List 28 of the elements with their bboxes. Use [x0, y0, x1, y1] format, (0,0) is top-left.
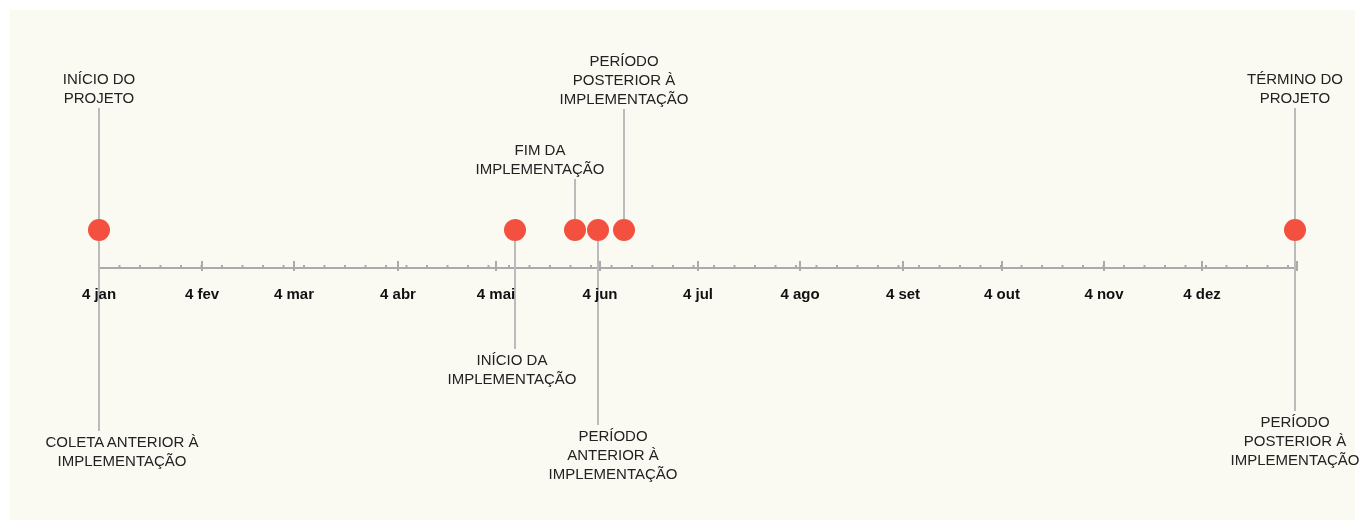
event-label: PERÍODO POSTERIOR À IMPLEMENTAÇÃO — [1230, 412, 1360, 469]
axis-tick-label: 4 mar — [274, 285, 314, 302]
axis-tick-label: 4 nov — [1084, 285, 1124, 302]
event-label: TÉRMINO DO PROJETO — [1240, 69, 1350, 107]
event-label: INÍCIO DA IMPLEMENTAÇÃO — [437, 350, 587, 388]
axis-tick-label: 4 out — [984, 285, 1020, 302]
leader-line — [98, 107, 100, 220]
leader-line — [623, 108, 625, 220]
leader-line — [514, 240, 516, 350]
event-label: COLETA ANTERIOR À IMPLEMENTAÇÃO — [37, 432, 207, 470]
axis-tick-label: 4 ago — [780, 285, 820, 302]
leader-line — [574, 178, 576, 220]
leader-line — [1294, 240, 1296, 412]
leader-line — [597, 240, 599, 426]
axis-tick-label: 4 set — [885, 285, 921, 302]
axis-tick-label: 4 jan — [81, 285, 117, 302]
axis-tick-label: 4 fev — [184, 285, 220, 302]
axis-tick-label: 4 abr — [380, 285, 416, 302]
axis-tick-label: 4 jul — [683, 285, 713, 302]
leader-line — [98, 240, 100, 432]
leader-line — [1294, 107, 1296, 220]
event-label: PERÍODO ANTERIOR À IMPLEMENTAÇÃO — [538, 426, 688, 483]
event-label: INÍCIO DO PROJETO — [49, 69, 149, 107]
axis-tick-label: 4 dez — [1183, 285, 1221, 302]
event-label: FIM DA IMPLEMENTAÇÃO — [460, 140, 620, 178]
axis-tick-label: 4 mai — [476, 285, 516, 302]
axis-tick-label: 4 jun — [582, 285, 618, 302]
event-label: PERÍODO POSTERIOR À IMPLEMENTAÇÃO — [544, 51, 704, 108]
